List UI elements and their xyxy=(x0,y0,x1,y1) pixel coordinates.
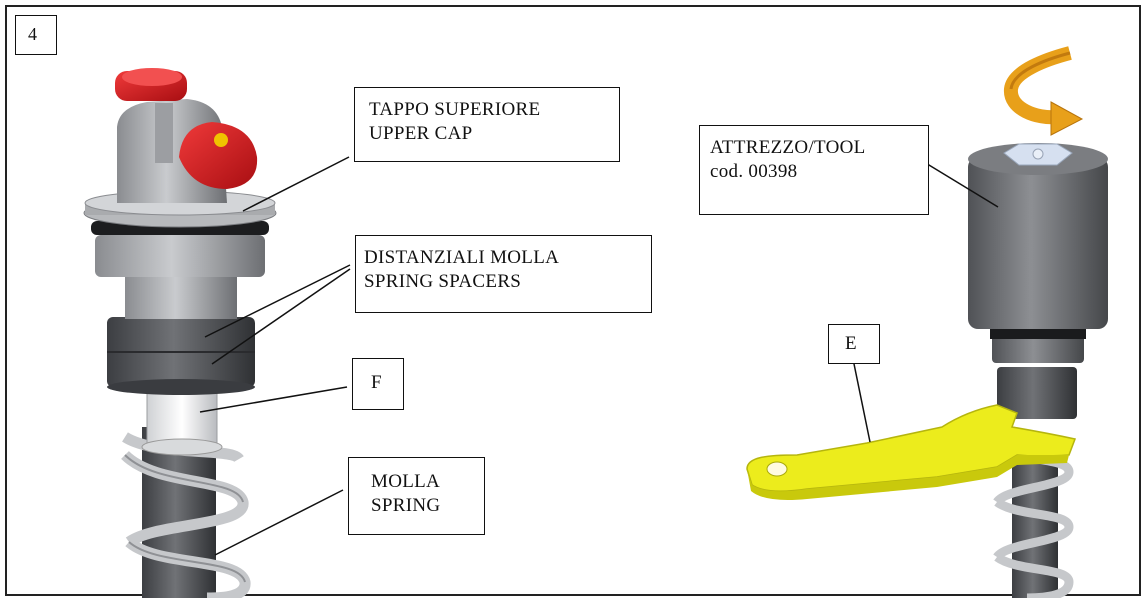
spring-guide xyxy=(146,386,218,448)
callout-spring-spacers: DISTANZIALI MOLLA SPRING SPACERS xyxy=(355,235,652,313)
figure-frame: 4 TAPPO SUPERIORE UPPER CAP DISTANZIALI … xyxy=(5,5,1141,598)
left-shock-assembly xyxy=(83,68,277,598)
tool-body xyxy=(968,157,1108,329)
callout-spring-en: SPRING xyxy=(371,495,441,516)
callout-spring: MOLLA SPRING xyxy=(348,457,485,535)
callout-e: E xyxy=(828,324,880,364)
callout-upper-cap-en: UPPER CAP xyxy=(369,123,473,144)
callout-f: F xyxy=(352,358,404,410)
step-number: 4 xyxy=(15,15,57,55)
red-adjuster-knob-side xyxy=(179,122,258,189)
rotation-arrow-icon xyxy=(1004,46,1084,136)
callout-upper-cap-it: TAPPO SUPERIORE xyxy=(369,99,541,120)
callout-tool-name: ATTREZZO/TOOL xyxy=(710,137,866,158)
wrench-e xyxy=(746,404,1077,500)
callout-spring-spacers-en: SPRING SPACERS xyxy=(364,271,522,292)
red-adjuster-knob-top xyxy=(115,68,187,101)
leader-lines-right xyxy=(852,161,999,443)
callout-tool-code: cod. 00398 xyxy=(710,161,798,182)
callout-tool: ATTREZZO/TOOL cod. 00398 xyxy=(699,125,929,215)
callout-spring-spacers-it: DISTANZIALI MOLLA xyxy=(364,247,560,268)
illustration xyxy=(83,46,1108,598)
callout-spring-it: MOLLA xyxy=(371,471,441,492)
callout-upper-cap: TAPPO SUPERIORE UPPER CAP xyxy=(354,87,620,162)
right-tool-assembly xyxy=(968,143,1108,598)
leader-lines-left xyxy=(199,156,351,556)
